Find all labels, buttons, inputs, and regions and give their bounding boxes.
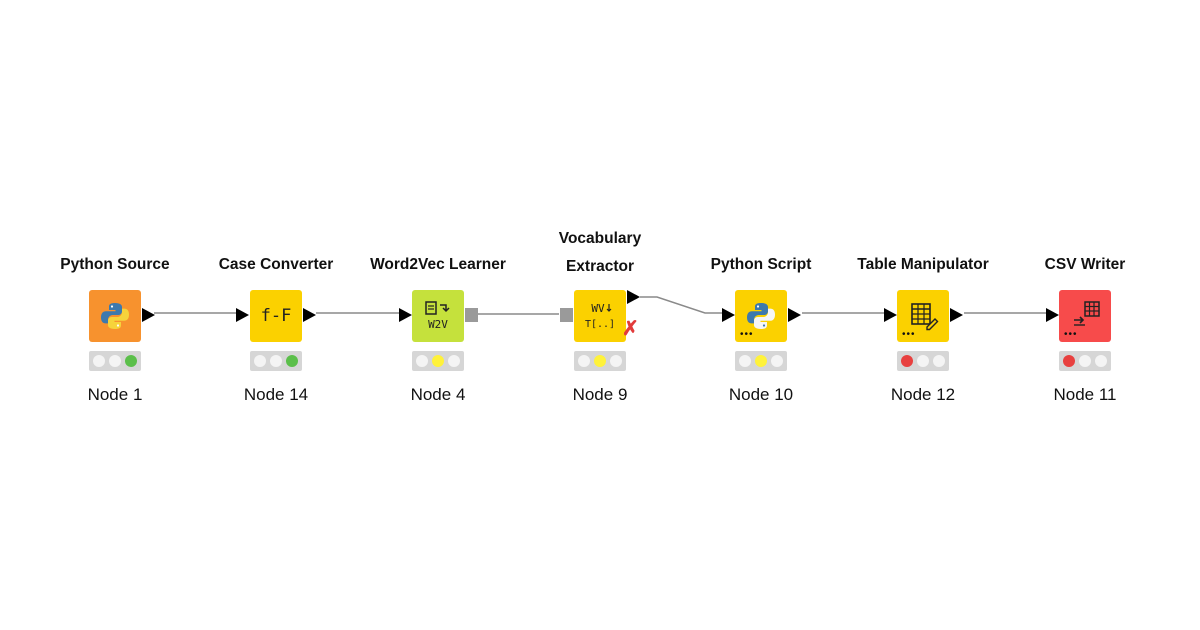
status-light-3 <box>610 355 622 367</box>
status-traffic-light <box>89 351 141 371</box>
vocab-icon-text-top: WV <box>591 302 605 315</box>
input-port[interactable] <box>884 308 897 322</box>
status-light-1 <box>739 355 751 367</box>
status-traffic-light <box>735 351 787 371</box>
case-converter-icon: f-F <box>260 306 292 326</box>
node-label[interactable]: Node 11 <box>1053 385 1117 404</box>
node-label[interactable]: Node 12 <box>890 385 956 404</box>
more-indicator: ••• <box>1064 329 1078 340</box>
node-icon-box[interactable]: ••• <box>1059 290 1111 342</box>
word2vec-icon-text: W2V <box>428 318 448 331</box>
node-label[interactable]: Node 14 <box>243 385 309 404</box>
warning-icon: ✗ <box>622 318 639 340</box>
node-icon-box[interactable]: f-F <box>250 290 302 342</box>
node-title: Table Manipulator <box>857 256 989 273</box>
output-port[interactable] <box>303 308 316 322</box>
node-label[interactable]: Node 9 <box>572 385 628 404</box>
status-light-3 <box>448 355 460 367</box>
output-port[interactable] <box>142 308 155 322</box>
node-icon-box[interactable] <box>89 290 141 342</box>
node-csv-writer[interactable]: CSV Writer ••• Node 11 <box>1015 225 1155 425</box>
node-table-manipulator[interactable]: Table Manipulator ••• Node 12 <box>853 225 993 425</box>
status-light-1 <box>578 355 590 367</box>
node-python-source[interactable]: Python Source Node 1 <box>45 225 185 425</box>
node-vocabulary-extractor[interactable]: Vocabulary Extractor WV T[..] ✗ Node 9 <box>530 225 670 425</box>
status-traffic-light <box>897 351 949 371</box>
more-indicator: ••• <box>740 329 754 340</box>
status-light-2 <box>1079 355 1091 367</box>
python-icon <box>101 303 129 329</box>
status-light-1 <box>93 355 105 367</box>
node-icon-box[interactable]: W2V <box>412 290 464 342</box>
status-traffic-light <box>574 351 626 371</box>
node-title: Word2Vec Learner <box>370 256 506 273</box>
node-label[interactable]: Node 1 <box>87 385 143 404</box>
node-label[interactable]: Node 10 <box>728 385 794 404</box>
vocab-icon-text-bottom: T[..] <box>585 319 615 330</box>
status-light-2 <box>917 355 929 367</box>
status-light-3 <box>1095 355 1107 367</box>
more-indicator: ••• <box>902 329 916 340</box>
output-port-1[interactable] <box>627 290 640 304</box>
input-port[interactable] <box>236 308 249 322</box>
output-port[interactable] <box>950 308 963 322</box>
model-input-port[interactable] <box>560 308 573 322</box>
word2vec-icon: W2V <box>425 301 450 331</box>
status-light-1 <box>254 355 266 367</box>
status-traffic-light <box>250 351 302 371</box>
status-traffic-light <box>412 351 464 371</box>
status-light-2 <box>755 355 767 367</box>
status-light-3 <box>771 355 783 367</box>
node-title: Case Converter <box>218 256 334 273</box>
node-title: Python Script <box>710 256 812 273</box>
table-edit-icon <box>911 303 939 331</box>
node-icon-box[interactable]: WV T[..] <box>574 290 626 342</box>
node-title: CSV Writer <box>1044 256 1126 273</box>
status-light-2 <box>109 355 121 367</box>
node-title: Python Source <box>60 256 170 273</box>
node-icon-box[interactable]: ••• <box>897 290 949 342</box>
status-light-2 <box>432 355 444 367</box>
input-port[interactable] <box>1046 308 1059 322</box>
status-light-3 <box>933 355 945 367</box>
node-icon-box[interactable]: ••• <box>735 290 787 342</box>
node-word2vec-learner[interactable]: Word2Vec Learner W2V Node 4 <box>368 225 508 425</box>
status-light-1 <box>1063 355 1075 367</box>
status-traffic-light <box>1059 351 1111 371</box>
node-python-script[interactable]: Python Script ••• Node 10 <box>691 225 831 425</box>
node-label[interactable]: Node 4 <box>410 385 466 404</box>
node-title: Vocabulary Extractor <box>558 230 642 275</box>
status-light-1 <box>901 355 913 367</box>
status-light-3 <box>125 355 137 367</box>
status-light-2 <box>594 355 606 367</box>
status-light-1 <box>416 355 428 367</box>
input-port[interactable] <box>399 308 412 322</box>
node-case-converter[interactable]: Case Converter f-F Node 14 <box>206 225 346 425</box>
model-output-port[interactable] <box>465 308 478 322</box>
status-light-2 <box>270 355 282 367</box>
vocabulary-extractor-icon: WV T[..] <box>585 302 615 330</box>
python-icon <box>747 303 775 329</box>
output-port[interactable] <box>788 308 801 322</box>
status-light-3 <box>286 355 298 367</box>
csv-writer-icon <box>1074 301 1100 326</box>
input-port[interactable] <box>722 308 735 322</box>
